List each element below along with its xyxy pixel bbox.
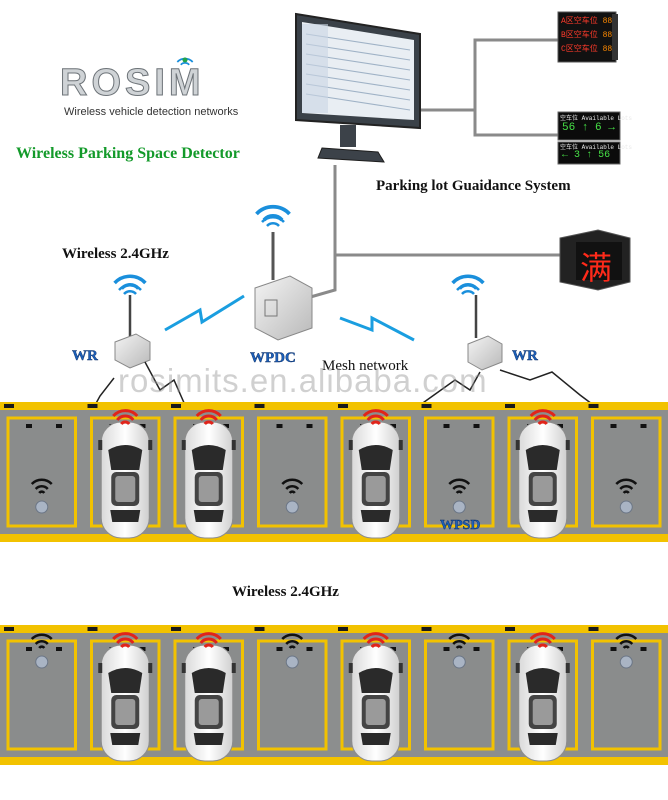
left-arrow-icon: ← [562,150,569,161]
parked-car [348,421,404,539]
full-sign-char: 满 [580,249,613,287]
wr-label-right: WR [512,348,538,364]
brand-tagline: Wireless vehicle detection networks [64,106,239,118]
mesh-link-icons [164,294,415,342]
right-arrow-icon: → [608,122,615,134]
parked-car [348,644,404,762]
mesh-network-label: Mesh network [322,358,409,374]
wr-label-left: WR [72,348,98,364]
wireless-label-mid: Wireless 2.4GHz [232,584,339,600]
parked-car [181,644,237,762]
parked-car [515,644,571,762]
computer-monitor [295,12,421,163]
available-lots-sign-1 [557,111,621,141]
wr-router-left [112,274,151,369]
wr-router-right [450,274,503,371]
parking-lot-row-2 [0,625,668,765]
watermark-text: rosimits.en.alibaba.com [118,362,488,399]
parked-car [97,644,153,762]
brand-logo: ROSIM [60,62,205,105]
full-indicator-sign [559,229,631,291]
up-arrow-icon: ↑ [581,122,589,134]
available-lots-sign-2 [557,141,621,165]
sign1-values: 56 ↑ 6 → [562,122,615,134]
parked-car [515,421,571,539]
led-guidance-board [557,11,618,63]
parked-car [181,421,237,539]
sign1-header: 空车位 Available Lots [560,115,633,122]
diagram-title: Wireless Parking Space Detector [16,145,240,162]
wpsd-label: WPSD [440,518,481,533]
parking-lot-row-1 [0,402,668,542]
sign2-values: ← 3 ↑ 56 [562,150,611,161]
network-wires [299,38,562,302]
parking-slot [424,639,495,751]
parked-car [97,421,153,539]
wpdc-controller [254,204,313,341]
sign2-header: 空车位 Available Lots [560,144,633,151]
led-board-text: A区空车位 88 B区空车位 88 C区空车位 88 [561,17,613,54]
wpdc-label: WPDC [250,350,296,366]
up-arrow-icon: ↑ [586,150,593,161]
wireless-label-top: Wireless 2.4GHz [62,246,169,262]
guidance-system-label: Parking lot Guaidance System [376,178,571,194]
